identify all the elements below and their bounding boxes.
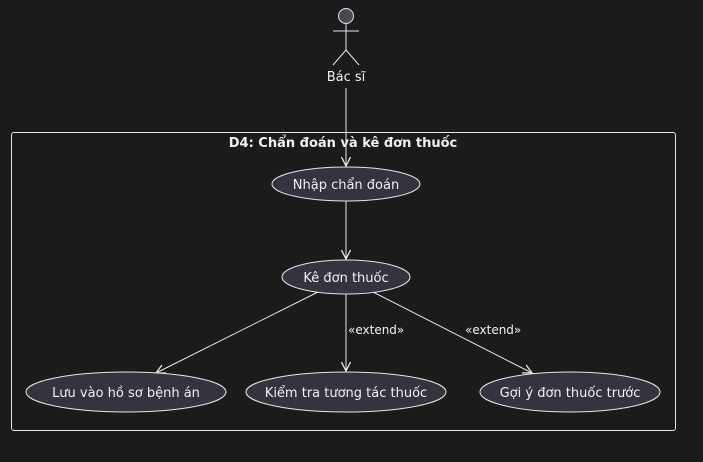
extend-label-goi-y: «extend»: [465, 323, 521, 337]
usecase-goi-y-don[interactable]: Gợi ý đơn thuốc trước: [479, 371, 661, 413]
usecase-ke-don-thuoc-label: Kê đơn thuốc: [303, 271, 388, 286]
usecase-ke-don-thuoc[interactable]: Kê đơn thuốc: [281, 259, 411, 295]
relation-ke-don-thuoc-to-luu-ho-so: [156, 290, 321, 373]
usecase-nhap-chan-doan[interactable]: Nhập chẩn đoán: [271, 166, 421, 202]
actor-stick-figure-icon: [332, 8, 360, 66]
system-boundary: D4: Chẩn đoán và kê đơn thuốc: [11, 132, 676, 431]
usecase-luu-ho-so-label: Lưu vào hồ sơ bệnh án: [52, 386, 200, 401]
usecase-kiem-tra-tuong-tac[interactable]: Kiểm tra tương tác thuốc: [245, 371, 447, 413]
system-title: D4: Chẩn đoán và kê đơn thuốc: [229, 135, 458, 151]
usecase-luu-ho-so[interactable]: Lưu vào hồ sơ bệnh án: [25, 371, 227, 413]
extend-label-kiem-tra: «extend»: [348, 323, 404, 337]
relations: [156, 88, 532, 373]
usecase-kiem-tra-tuong-tac-label: Kiểm tra tương tác thuốc: [265, 386, 427, 401]
actor-doctor[interactable]: Bác sĩ: [327, 8, 366, 86]
actor-label: Bác sĩ: [327, 70, 366, 85]
usecase-nhap-chan-doan-label: Nhập chẩn đoán: [293, 178, 399, 193]
usecase-goi-y-don-label: Gợi ý đơn thuốc trước: [500, 386, 641, 401]
relation-ke-don-thuoc-to-goi-y: [370, 290, 532, 373]
